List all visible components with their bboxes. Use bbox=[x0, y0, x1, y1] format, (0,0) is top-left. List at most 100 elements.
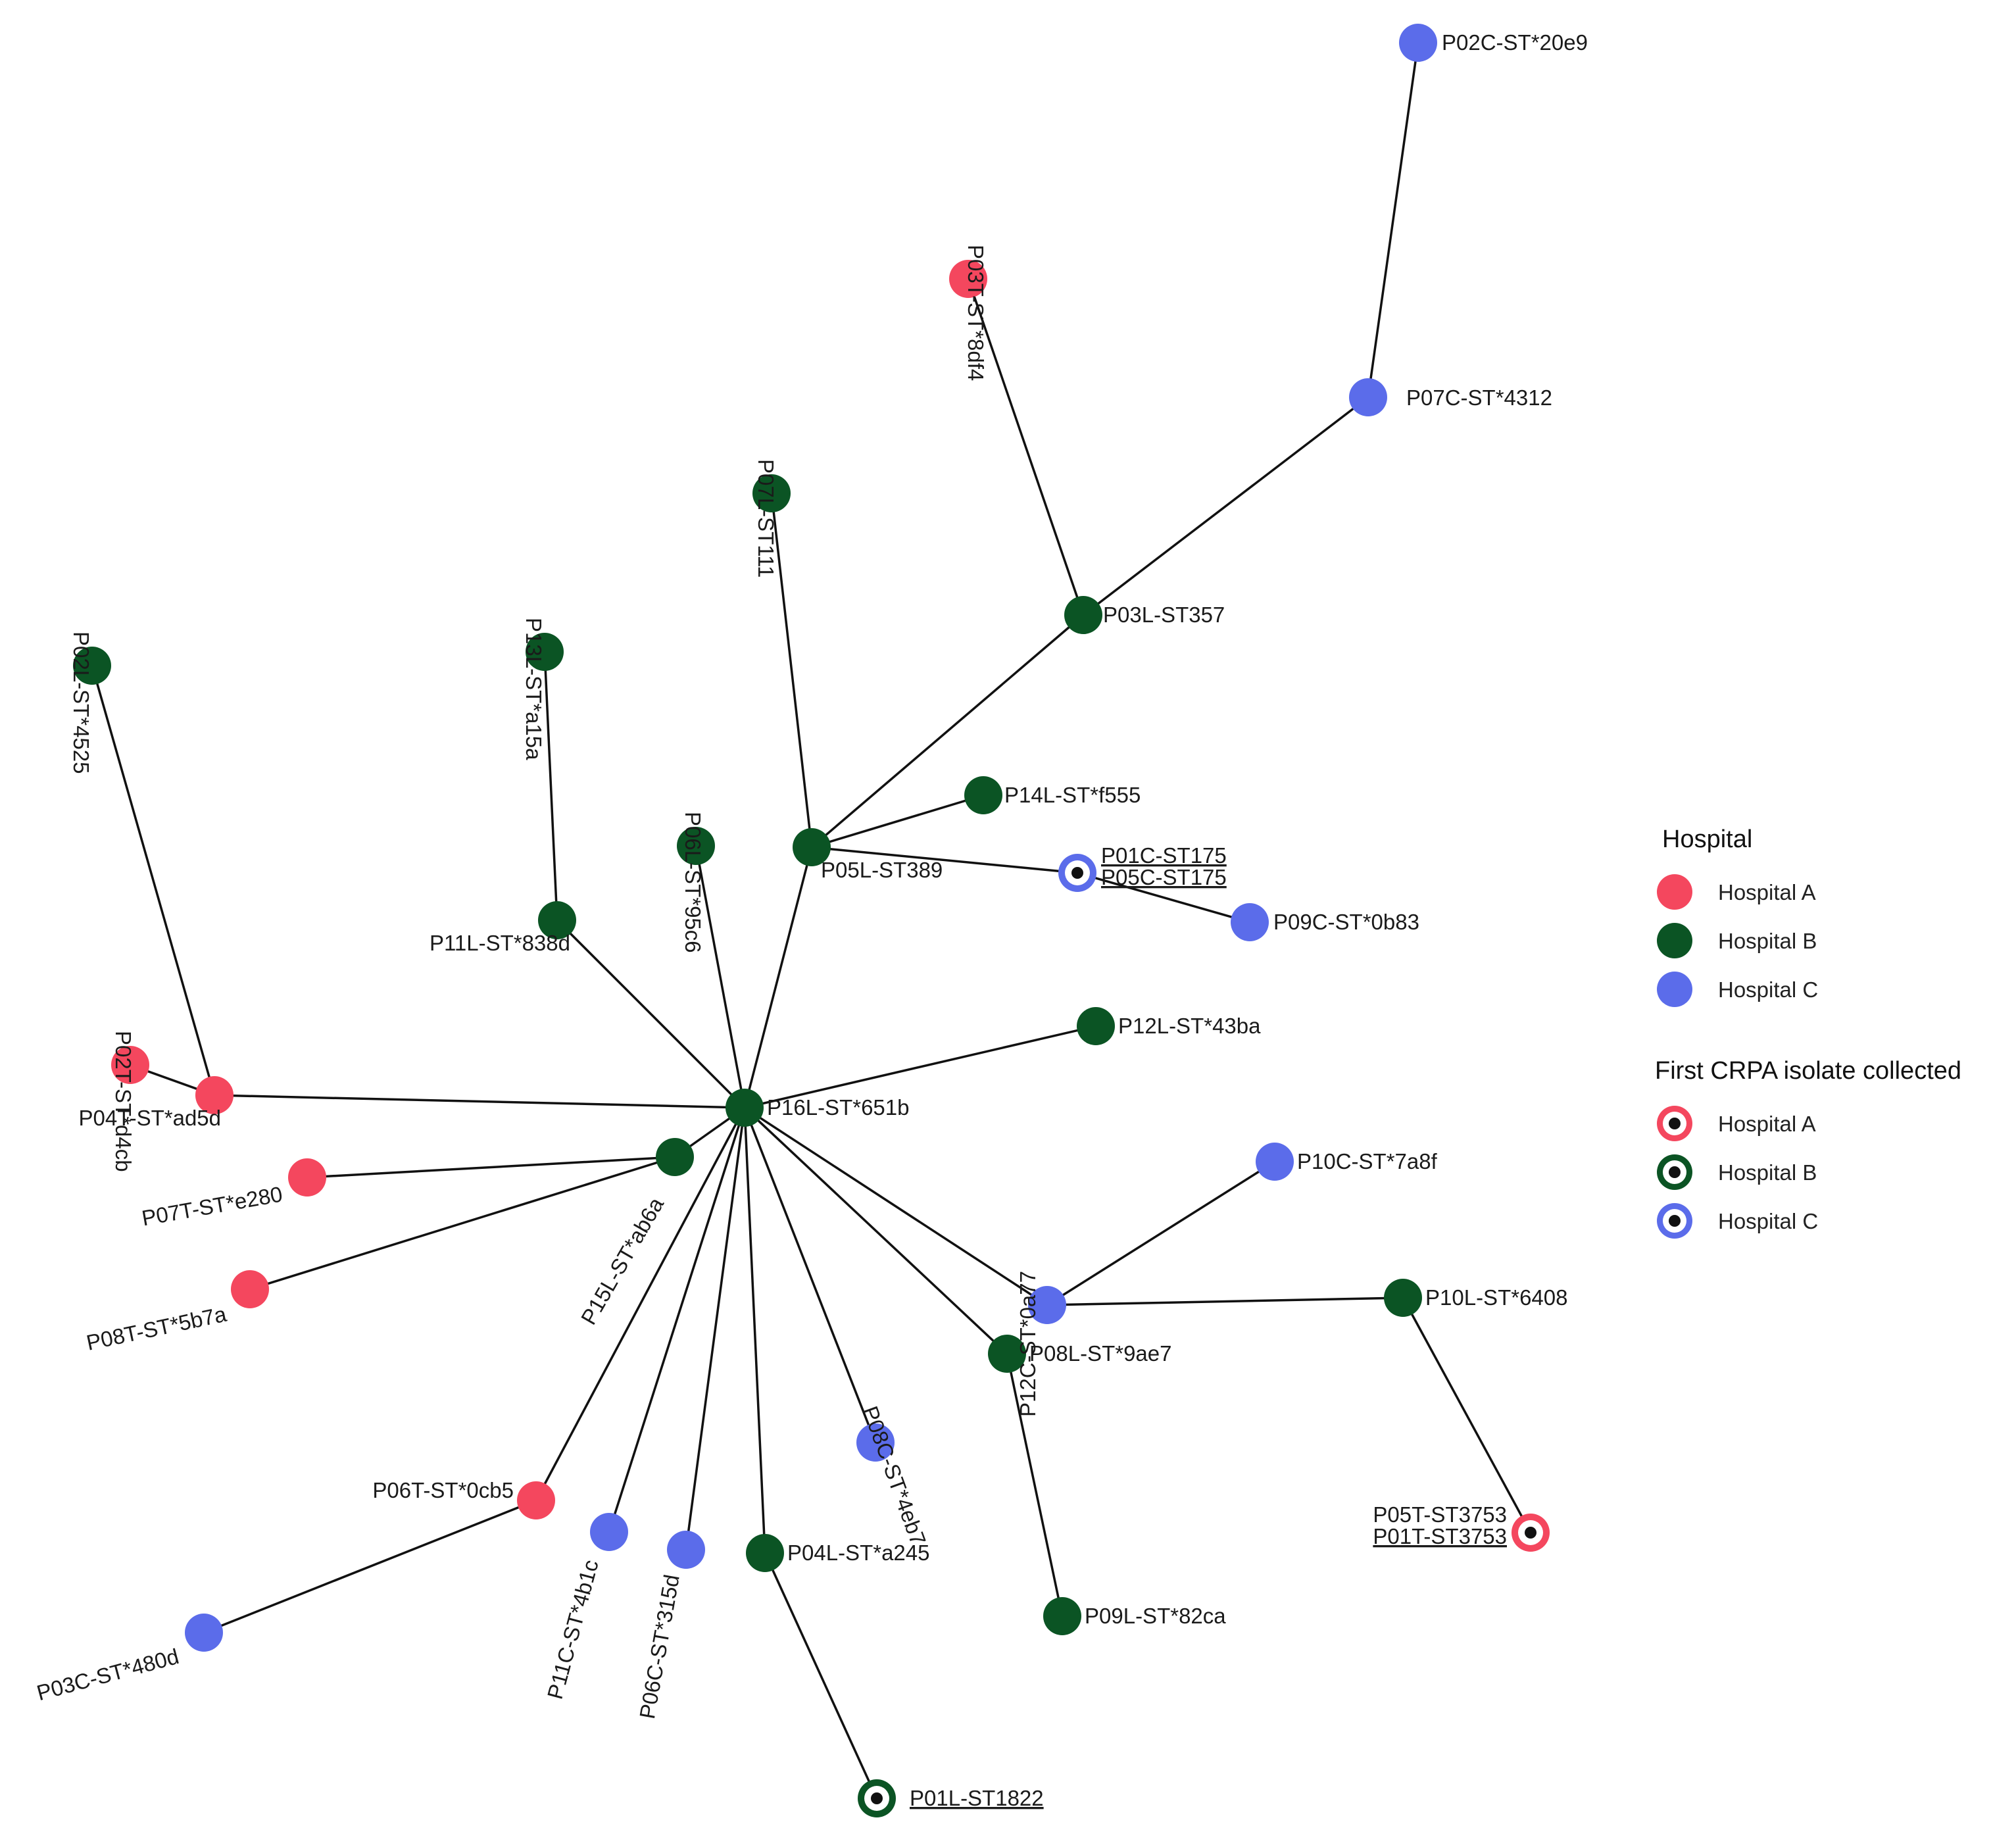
node-p08l bbox=[988, 1335, 1026, 1373]
edge-p04l-p01l bbox=[764, 1552, 878, 1799]
legend-first-a-dot bbox=[1669, 1118, 1681, 1129]
node-p04l bbox=[746, 1534, 784, 1572]
node-p05l bbox=[793, 828, 831, 866]
legend-first-a-swatch bbox=[1657, 1106, 1692, 1141]
node-label-p06l: P06L-ST*95c6 bbox=[681, 812, 705, 953]
legend-first-b-dot bbox=[1669, 1166, 1681, 1178]
node-p06t bbox=[517, 1481, 555, 1519]
legend-first-c-dot bbox=[1669, 1215, 1681, 1227]
edge-p16l-p06t bbox=[535, 1107, 746, 1501]
node-p02c bbox=[1399, 24, 1437, 62]
node-p02l bbox=[73, 647, 111, 685]
legend: Hospital Hospital A Hospital B Hospital … bbox=[1655, 826, 1961, 1239]
node-label-p02c: P02C-ST*20e9 bbox=[1442, 30, 1588, 55]
node-p06c bbox=[667, 1531, 705, 1569]
legend-first-title: First CRPA isolate collected bbox=[1655, 1057, 1961, 1085]
legend-hospital-title: Hospital bbox=[1662, 826, 1752, 853]
edge-p16l-p04t bbox=[214, 1094, 745, 1109]
node-label-p16l: P16L-ST*651b bbox=[767, 1095, 909, 1120]
edge-p12c-p10c bbox=[1046, 1160, 1275, 1306]
node-label-p08c: P08C-ST*4eb7 bbox=[858, 1403, 931, 1548]
edge-p16l-p06l bbox=[695, 845, 746, 1108]
node-p01c-first-dot bbox=[1071, 867, 1083, 879]
tree-labels: P16L-ST*651bP02C-ST*20e9P03T-ST*8df4P07C… bbox=[34, 30, 1588, 1810]
legend-first-c-label: Hospital C bbox=[1718, 1209, 1818, 1233]
edge-p01c-p09c bbox=[1077, 872, 1250, 924]
edge-p05l-p03l bbox=[810, 614, 1085, 849]
node-p09c bbox=[1231, 903, 1269, 941]
legend-hospital-c-label: Hospital C bbox=[1718, 977, 1818, 1002]
node-label-p11c: P11C-ST*4b1c bbox=[543, 1557, 603, 1702]
node-p03l bbox=[1064, 596, 1102, 634]
node-p03c bbox=[185, 1614, 223, 1652]
legend-first-a-label: Hospital A bbox=[1718, 1112, 1816, 1136]
node-label-p03l: P03L-ST357 bbox=[1103, 603, 1225, 627]
node-label-p12c: P12C-ST*0a77 bbox=[1016, 1271, 1040, 1417]
legend-hospital-a-label: Hospital A bbox=[1718, 880, 1816, 904]
edge-p11l-p13l bbox=[543, 651, 558, 921]
node-p06l bbox=[677, 827, 715, 865]
node-label-p03t: P03T-ST*8df4 bbox=[964, 245, 988, 381]
edge-p12c-p10l bbox=[1046, 1296, 1404, 1306]
legend-first-c-swatch bbox=[1657, 1203, 1692, 1239]
node-p07t bbox=[288, 1158, 326, 1197]
node-label-p07t: P07T-ST*e280 bbox=[140, 1181, 285, 1230]
node-p01l-first-dot bbox=[871, 1792, 883, 1804]
edge-p04t-p02l bbox=[91, 665, 216, 1096]
node-p03t bbox=[949, 260, 987, 298]
node-label-p08t: P08T-ST*5b7a bbox=[84, 1302, 229, 1355]
node-label-p11l: P11L-ST*838d bbox=[430, 931, 570, 955]
node-label-p04t: P04T-ST*ad5d bbox=[79, 1106, 221, 1130]
legend-hospital-b-label: Hospital B bbox=[1718, 929, 1817, 953]
node-label-p01c-2: P05C-ST175 bbox=[1101, 865, 1227, 889]
node-p08t bbox=[231, 1270, 269, 1308]
edge-p16l-p11c bbox=[608, 1107, 746, 1533]
edge-p16l-p08c bbox=[743, 1107, 877, 1443]
tree-edges bbox=[91, 42, 1532, 1799]
edge-p03l-p03t bbox=[967, 278, 1085, 616]
node-label-p05l: P05L-ST389 bbox=[821, 858, 943, 882]
legend-hospital-b-swatch bbox=[1657, 923, 1692, 958]
edge-p16l-p06c bbox=[685, 1107, 746, 1550]
edge-p16l-p04l bbox=[743, 1107, 766, 1554]
node-label-p10l: P10L-ST*6408 bbox=[1425, 1285, 1567, 1310]
edge-p16l-p12l bbox=[744, 1025, 1096, 1109]
tree-nodes bbox=[73, 24, 1550, 1817]
node-label-p07l: P07L-ST111 bbox=[754, 459, 778, 578]
node-label-p05t-2: P01T-ST3753 bbox=[1373, 1524, 1507, 1548]
node-label-p01c-1: P01C-ST175 bbox=[1101, 843, 1227, 868]
node-label-p12l: P12L-ST*43ba bbox=[1118, 1014, 1261, 1038]
edge-p15l-p07t bbox=[307, 1156, 676, 1179]
node-label-p08l: P08L-ST*9ae7 bbox=[1029, 1341, 1171, 1366]
node-p07l bbox=[752, 474, 791, 512]
node-p10c bbox=[1256, 1143, 1294, 1181]
edge-p03l-p07c bbox=[1082, 396, 1369, 616]
node-label-p14l: P14L-ST*f555 bbox=[1004, 783, 1141, 807]
node-label-p09l: P09L-ST*82ca bbox=[1085, 1604, 1226, 1628]
edge-p16l-p05l bbox=[743, 847, 813, 1108]
edge-p15l-p08t bbox=[249, 1156, 676, 1291]
edge-p05l-p07l bbox=[770, 493, 813, 848]
node-p04t bbox=[195, 1076, 234, 1114]
edge-p10l-p05t bbox=[1402, 1297, 1532, 1533]
node-label-p01l: P01L-ST1822 bbox=[910, 1786, 1044, 1810]
edge-p08l-p09l bbox=[1006, 1353, 1064, 1617]
node-label-p10c: P10C-ST*7a8f bbox=[1297, 1149, 1438, 1173]
node-p13l bbox=[526, 633, 564, 671]
node-p16l bbox=[725, 1089, 764, 1127]
edge-p07c-p02c bbox=[1367, 42, 1419, 398]
edge-p05l-p14l bbox=[811, 794, 984, 849]
node-p14l bbox=[964, 776, 1002, 814]
node-label-p05t-1: P05T-ST3753 bbox=[1373, 1502, 1507, 1527]
node-p12c bbox=[1028, 1286, 1066, 1324]
edge-p05l-p01c bbox=[811, 846, 1078, 874]
edge-p16l-p12c bbox=[744, 1106, 1048, 1306]
node-p10l bbox=[1384, 1279, 1422, 1317]
edge-p16l-p11l bbox=[556, 919, 746, 1109]
node-label-p02l: P02L-ST*4525 bbox=[69, 631, 93, 774]
node-p05t-first-dot bbox=[1525, 1527, 1537, 1539]
edge-p16l-p08l bbox=[743, 1106, 1008, 1355]
legend-hospital-c-swatch bbox=[1657, 972, 1692, 1007]
node-label-p02t: P02T-ST*d4cb bbox=[111, 1031, 135, 1172]
